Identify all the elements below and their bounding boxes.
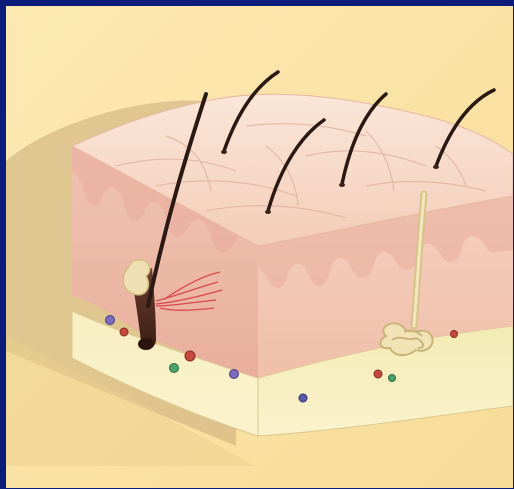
hair-bulb (138, 338, 154, 350)
skin-diagram (6, 6, 513, 488)
illustration-canvas (6, 6, 513, 488)
